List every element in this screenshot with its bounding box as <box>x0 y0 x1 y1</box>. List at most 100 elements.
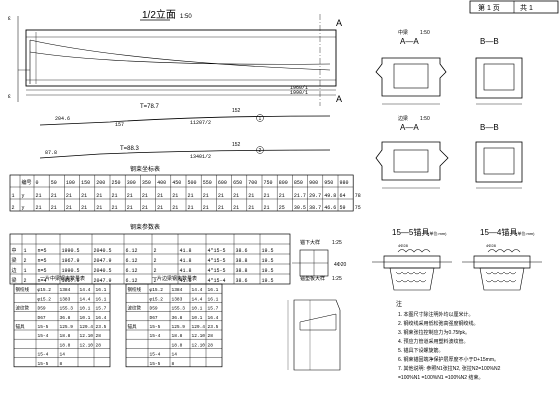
anchor-left-dim: 4Φ28 <box>398 243 409 248</box>
qty_table_left-cell: 129.4 <box>80 324 94 330</box>
tendon-cell: 2 <box>154 268 157 274</box>
tp-dim-4: 87.8 <box>45 150 57 156</box>
sec-subtitle-top: 中梁 <box>398 29 408 36</box>
section-mark-top: A <box>336 18 342 28</box>
qty_table_left-cell: 15-4 <box>38 352 49 358</box>
sec-bb-bottom: B—B <box>480 123 499 132</box>
detail1-scale: 1:25 <box>332 240 342 246</box>
coord-cell: 21 <box>112 193 118 199</box>
qty_table_left-cell: 12.10 <box>80 333 94 339</box>
tendon-cell: 2047.9 <box>94 278 112 284</box>
coord-cell: 21 <box>248 205 254 211</box>
coord-header: 250 <box>112 180 121 186</box>
tendon-cell: 6.12 <box>126 248 138 254</box>
tendon-cell: 中 <box>12 247 17 254</box>
coord-header: 950 <box>324 180 333 186</box>
coord-cell: 38.7 <box>309 205 321 211</box>
qty_table_left-cell: 23.5 <box>96 324 107 330</box>
qty_table_right-cell: 36.8 <box>172 315 183 321</box>
detail1-dim: 4Φ20 <box>334 262 347 268</box>
sec-bb-top: B—B <box>480 37 499 46</box>
qty_table_right-cell: 12.10 <box>192 342 206 348</box>
section-views-top: A—A B—B 中梁 1:50 <box>375 29 523 105</box>
detail2-title: 锚垫板大样 <box>300 275 325 282</box>
tendon-cell: 1967.9 <box>62 278 80 284</box>
qty_table_left-cell: 10.1 <box>80 306 91 312</box>
tp-dim-1: 204.6 <box>55 116 70 122</box>
note-item: 7. 其他说明: 参照N1张拉N2, 张拉N2=100%N2 <box>398 365 501 372</box>
svg-text:ε: ε <box>8 16 11 22</box>
anchor-section-15-5: 15—5锚具 (单位:mm) 4Φ28 <box>372 227 452 291</box>
coord-cell: 64 <box>340 193 346 199</box>
notes: 注 1. 本图尺寸除注明外均以厘米计。2. 钢绞线采用低松弛高强度钢绞线。3. … <box>396 300 501 381</box>
tendon-cell: 1990.5 <box>62 248 80 254</box>
note-item: 2. 钢绞线采用低松弛高强度钢绞线。 <box>398 320 479 327</box>
tp-dim-2: 157 <box>115 122 124 128</box>
qty_table_left-cell: 16.1 <box>96 296 107 302</box>
coord-cell: 21 <box>188 205 194 211</box>
tendon-cell: n=4 <box>38 278 47 284</box>
anchor-left-unit: (单位:mm) <box>428 230 447 236</box>
qty_table_right-cell: 129.4 <box>192 324 206 330</box>
qty_table_left-cell: D59 <box>38 306 46 312</box>
t-label-1: T=78.7 <box>140 104 160 110</box>
qty_table_right-cell: 28 <box>208 342 214 348</box>
tendon-cell: 梁 <box>12 277 17 284</box>
coord-cell: 21 <box>96 205 102 211</box>
tendon-cell: 4*15-4 <box>208 278 226 284</box>
tendon-profile: T=78.7 204.6 157 11207/2 152 1 T=88.3 87… <box>39 104 331 160</box>
notes-title: 注 <box>396 300 402 308</box>
note-item: 1. 本图尺寸除注明外均以厘米计。 <box>398 311 474 318</box>
note-item: 6. 钢束锚固端净保护层厚度不小于D+15mm。 <box>398 356 499 363</box>
coord-cell: 21 <box>157 205 163 211</box>
qty_table_left-cell: 15.7 <box>96 306 107 312</box>
coord-cell: y <box>22 205 25 211</box>
qty_table_right-cell: 15.7 <box>208 306 219 312</box>
qty-left-title: 一片中梁钢束数量表 <box>40 275 85 282</box>
tendon-cell: 19.5 <box>262 268 274 274</box>
callout-num-1: 1 <box>259 116 262 122</box>
coord-cell: 21 <box>36 193 42 199</box>
qty_table_left-cell: 1384 <box>60 287 71 293</box>
tendon-cell: 2040.5 <box>94 248 112 254</box>
tendon-cell: 1 <box>24 248 27 254</box>
tendon-cell: 4*15-5 <box>208 248 226 254</box>
tendon-cell: 1 <box>24 268 27 274</box>
detail-bearing-plate: 锚垫板大样 1:25 <box>287 275 342 371</box>
note-item: 5. 锚具下设螺旋筋。 <box>398 347 444 354</box>
coord-cell: 30.5 <box>294 205 306 211</box>
qty_table_right-cell: 锚具 <box>128 323 137 330</box>
anchor-right-title: 15—4锚具 <box>480 227 517 237</box>
t-label-2: T=88.3 <box>120 146 140 152</box>
tendon-cell: 2040.5 <box>94 268 112 274</box>
total-label: 共 1 <box>520 3 533 12</box>
elev-dim-2: 1990/1 <box>290 90 308 96</box>
qty_table_right-cell: 钢绞线 <box>128 286 142 293</box>
coord-cell: 21 <box>218 193 224 199</box>
half-elevation: 1/2立面 1:50 ε ε A A 1960/1 1990/1 <box>8 8 342 106</box>
coord-cell: 29.7 <box>309 193 321 199</box>
qty_table_right-cell: 16.4 <box>208 315 219 321</box>
qty_table_left-cell: 钢绞线 <box>16 286 30 293</box>
qty_table_right-cell: 10.1 <box>192 315 203 321</box>
tendon-cell: 19.5 <box>262 278 274 284</box>
qty_table_left-cell: 125.9 <box>60 324 74 330</box>
coord-header: 0 <box>36 180 39 186</box>
elev-dim-1: 1960/1 <box>290 85 308 91</box>
coord-cell: 21 <box>51 193 57 199</box>
callout-num-2: 2 <box>259 148 262 154</box>
qty_table_left-cell: D67 <box>38 315 46 321</box>
qty_table_right-cell: 15-5 <box>150 361 161 367</box>
detail2-scale: 1:25 <box>332 276 342 282</box>
qty_table_left-cell: 1383 <box>60 296 71 302</box>
qty_table_right-cell: φ15.2 <box>150 287 164 293</box>
tp-dim-5: 13401/2 <box>190 154 211 160</box>
sec-scale-top: 1:50 <box>420 30 430 36</box>
sec-aa-top: A—A <box>400 37 419 46</box>
coord-cell: 21 <box>81 205 87 211</box>
qty_table_left-cell: φ15.2 <box>38 287 52 293</box>
qty_table_left-cell: 锚具 <box>16 323 25 330</box>
